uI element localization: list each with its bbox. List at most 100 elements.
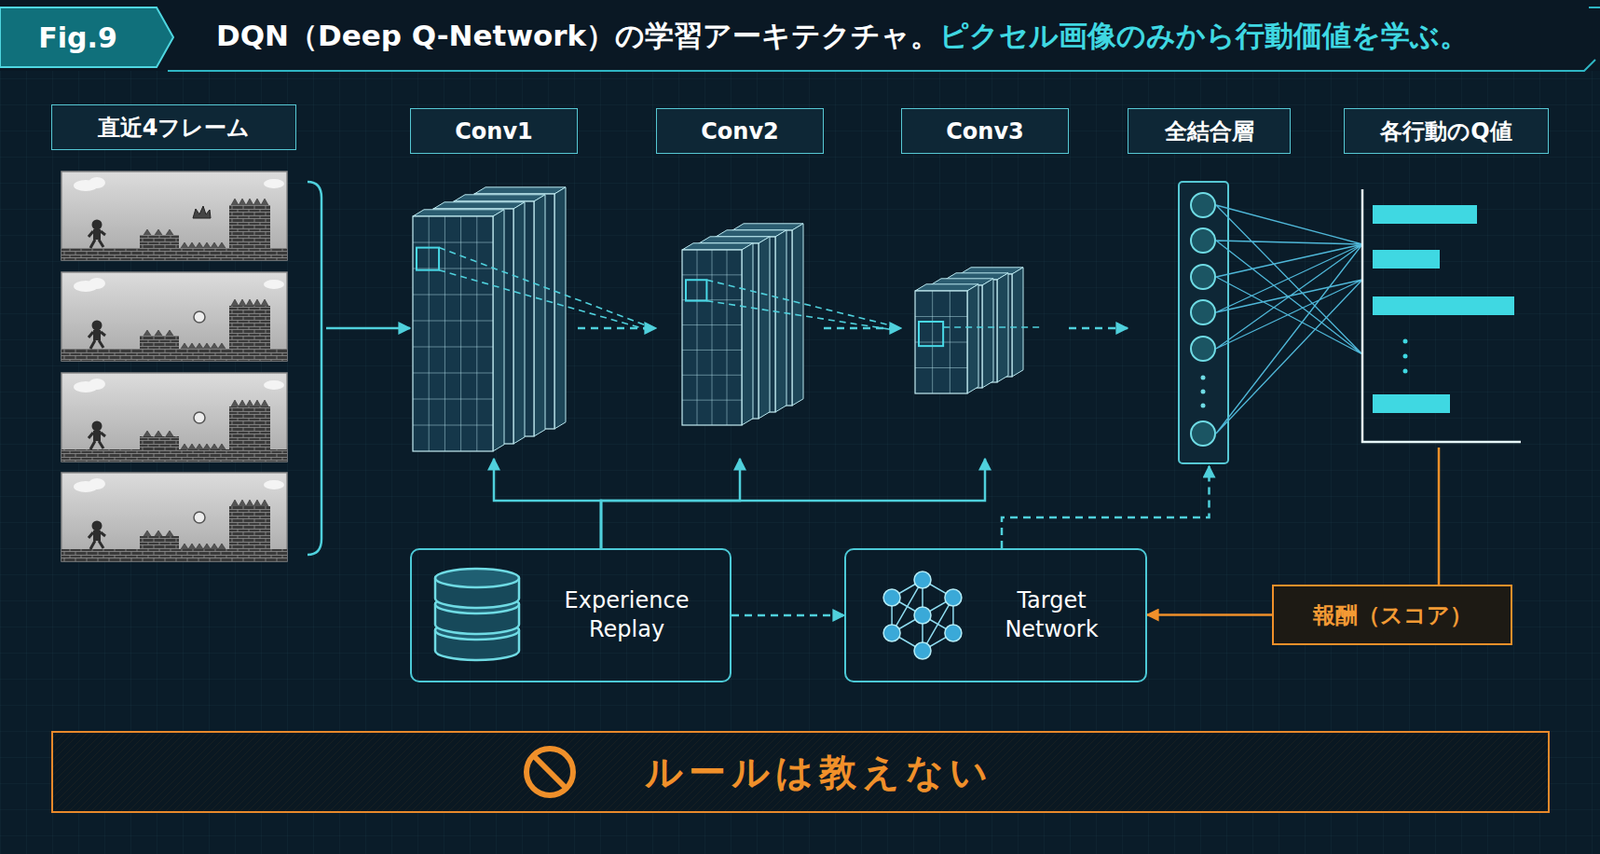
neuron <box>1190 336 1216 361</box>
filter-window <box>918 321 944 346</box>
cloud <box>88 378 106 390</box>
prohibition-icon <box>526 748 574 795</box>
network-links <box>891 579 954 651</box>
network-unit <box>914 642 931 659</box>
plate-side <box>513 202 525 444</box>
network-unit <box>944 624 962 642</box>
ground-bricks <box>61 548 288 561</box>
plate-top <box>412 209 505 217</box>
flow-connector <box>1001 465 1210 548</box>
character-body <box>93 229 101 240</box>
spikes <box>143 299 269 349</box>
layer-label: 全結合層 <box>1127 108 1291 154</box>
header-corner <box>1588 6 1600 9</box>
network-unit <box>883 624 901 642</box>
flow-connector <box>326 327 411 330</box>
game-frame <box>61 272 288 361</box>
q-bar <box>1372 205 1477 224</box>
plate-top <box>698 236 770 244</box>
q-value-output: 各行動のQ値 <box>1343 108 1549 448</box>
enemy-item <box>192 205 211 219</box>
conv-layer: Conv2 <box>656 108 824 459</box>
plate-top <box>682 243 753 250</box>
flow-connector <box>1147 613 1272 616</box>
q-bar <box>1372 249 1440 269</box>
plate-grid <box>682 249 742 425</box>
feature-map-stack <box>915 267 1024 394</box>
game-frame <box>61 372 288 462</box>
plate-top <box>433 202 525 209</box>
plate-side <box>758 236 770 419</box>
node-label: 報酬（スコア） <box>1312 600 1473 630</box>
tower-bricks <box>229 505 271 549</box>
figure-heading: DQN（Deep Q-Network）の学習アーキテクチャ。ピクセル画像のみから… <box>216 16 1469 56</box>
plate-side <box>533 194 546 437</box>
plate-top <box>474 187 566 194</box>
figure-badge-shape <box>0 7 174 68</box>
ground-bricks <box>61 449 288 462</box>
chart-axes <box>1362 189 1521 442</box>
neuron-column-frame <box>1178 181 1229 464</box>
cloud <box>88 277 106 289</box>
plate-side <box>775 230 787 412</box>
frame-screen <box>61 372 288 462</box>
conv-layer: Conv3 <box>901 108 1069 459</box>
cloud <box>88 177 106 189</box>
projection-line <box>943 326 1044 329</box>
layer-label: Conv1 <box>410 108 578 154</box>
band-ground <box>51 730 1550 813</box>
cloud <box>263 380 285 390</box>
plate-top <box>732 223 804 231</box>
tower-bricks <box>229 205 271 248</box>
filter-window <box>416 247 439 271</box>
tower-bricks <box>229 305 271 349</box>
ground-bricks <box>61 348 288 361</box>
coin-item <box>193 511 206 523</box>
q-value-chart <box>1362 189 1521 442</box>
ellipsis-dot <box>1403 369 1409 374</box>
neuron <box>1190 264 1216 289</box>
feature-map-stack <box>412 187 566 452</box>
layer-label: Conv2 <box>656 108 824 154</box>
character-limbs <box>88 432 106 450</box>
player-character <box>88 320 106 350</box>
layer-label: Conv3 <box>901 108 1069 154</box>
coin-item <box>193 411 206 424</box>
network-unit <box>914 606 931 624</box>
plate-side <box>967 284 979 394</box>
prohibition-ring <box>526 748 574 795</box>
plate-face <box>682 249 742 425</box>
flow-connector <box>731 614 845 617</box>
feature-map-stack <box>682 223 804 425</box>
plate-face <box>412 216 493 452</box>
cloud <box>263 479 285 490</box>
ground-bricks <box>61 247 288 260</box>
frame-screen <box>61 171 288 260</box>
spikes <box>143 399 269 450</box>
frame-screen <box>61 272 288 361</box>
step-bricks <box>139 436 179 450</box>
character-body <box>93 329 101 341</box>
player-character <box>88 219 106 249</box>
flow-connector <box>493 458 602 548</box>
character-body <box>93 530 101 541</box>
neuron <box>1190 421 1216 446</box>
cloud <box>263 178 285 189</box>
tower-bricks <box>229 406 271 450</box>
dense-layer: 全結合層 <box>1127 108 1291 466</box>
target-network-box: Target Network <box>844 547 1148 683</box>
spikes <box>143 499 269 549</box>
character-head <box>92 520 103 532</box>
network-icon <box>883 571 962 659</box>
plate-side <box>554 187 566 429</box>
flow-connector <box>577 327 657 330</box>
filter-window <box>685 279 707 301</box>
neuron <box>1190 300 1216 325</box>
plate-side <box>741 243 753 425</box>
plate-face <box>915 290 968 394</box>
node-label: ルールは教えない <box>644 746 994 798</box>
header-rule <box>167 59 1596 71</box>
character-limbs <box>88 331 106 349</box>
